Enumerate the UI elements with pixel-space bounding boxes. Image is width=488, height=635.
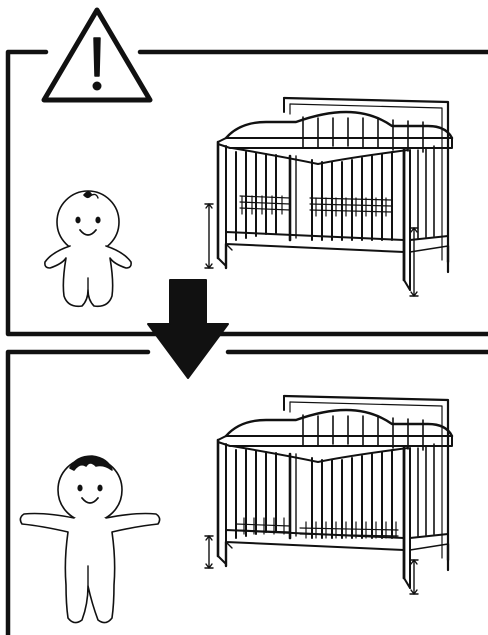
height-marker-right-low bbox=[410, 560, 418, 594]
panel-infant bbox=[8, 10, 488, 334]
height-marker-left bbox=[205, 204, 213, 268]
height-marker-left-low bbox=[205, 536, 213, 568]
height-marker-right bbox=[410, 228, 418, 296]
standing-baby-figure bbox=[20, 456, 159, 623]
panel-toddler bbox=[8, 352, 488, 635]
crib-low-mattress bbox=[218, 396, 452, 588]
down-arrow-icon bbox=[148, 280, 228, 378]
crib-high-mattress bbox=[218, 98, 452, 290]
warning-triangle-icon bbox=[44, 10, 150, 100]
infant-figure bbox=[45, 191, 131, 306]
